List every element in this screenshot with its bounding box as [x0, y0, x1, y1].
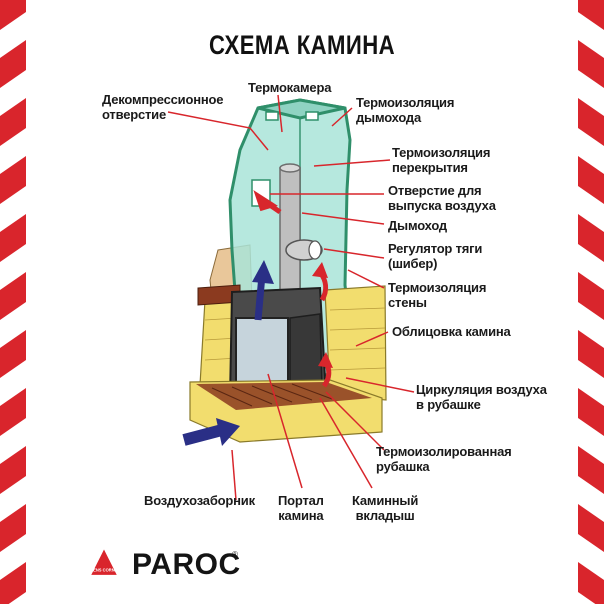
label-air-intake: Воздухозаборник	[144, 493, 255, 508]
warm-air-arrow	[253, 190, 282, 215]
label-wall-insulation: Термоизоляция стены	[388, 280, 487, 310]
right-stripe-border	[578, 0, 604, 604]
label-draft-regulator: Регулятор тяги (шибер)	[388, 241, 483, 271]
label-portal: Портал камина	[278, 493, 324, 523]
registered-mark: ®	[232, 550, 238, 559]
label-decompression-opening: Декомпрессионное отверстие	[102, 92, 224, 122]
air-intake-arrow	[182, 424, 224, 446]
label-cladding: Облицовка камина	[392, 324, 511, 339]
decompression-opening	[265, 111, 279, 121]
diagram-title: СХЕМА КАМИНА	[208, 30, 396, 60]
left-stripe-border	[0, 0, 26, 604]
leader-lines	[167, 94, 415, 501]
label-chimney-insulation: Термоизоляция дымохода	[356, 95, 455, 125]
label-air-outlet: Отверстие для выпуска воздуха	[388, 183, 496, 213]
insert-glass-door	[235, 317, 289, 391]
owens-corning-logo: OWENS CORNING	[86, 549, 122, 575]
label-insert: Каминный вкладыш	[352, 493, 419, 523]
label-thermochamber: Термокамера	[248, 80, 332, 95]
label-air-circulation: Циркуляция воздуха в рубашке	[416, 382, 547, 412]
label-insulated-jacket: Термоизолированная рубашка	[376, 444, 512, 474]
chimney-pipe	[279, 167, 301, 299]
label-chimney: Дымоход	[388, 218, 447, 233]
label-ceiling-insulation: Термоизоляция перекрытия	[392, 145, 491, 175]
badge-text: OWENS CORNING	[86, 567, 122, 572]
paroc-logo-text: PAROC	[132, 548, 241, 581]
